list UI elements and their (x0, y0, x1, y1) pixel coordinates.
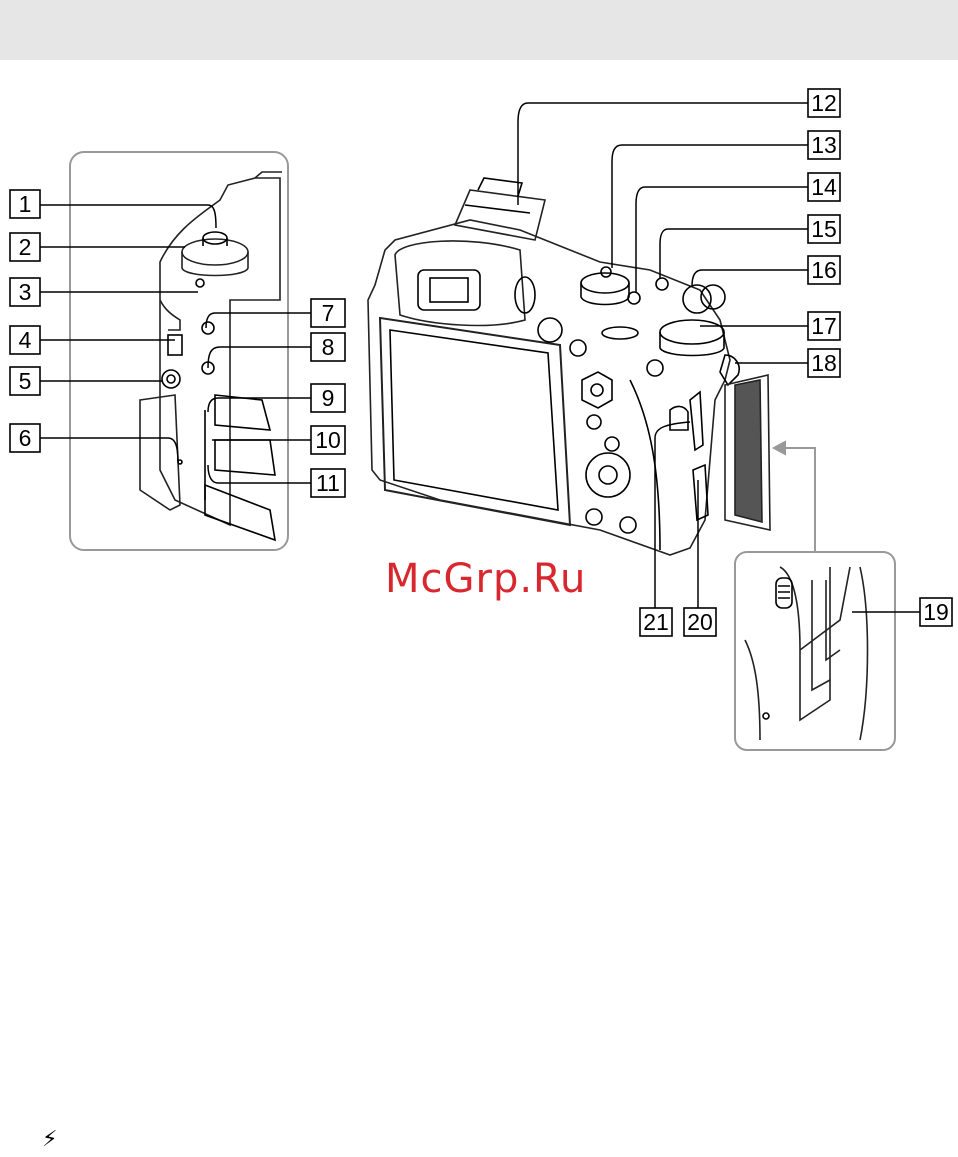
callout-20: 20 (687, 609, 713, 635)
flash-icon: ⚡︎ (42, 1127, 57, 1152)
callout-18: 18 (811, 350, 837, 376)
callout-11: 11 (316, 470, 340, 496)
card-slot-inset (735, 552, 895, 750)
callout-12: 12 (811, 90, 837, 116)
callout-4: 4 (19, 327, 32, 353)
callout-3: 3 (19, 279, 32, 305)
camera-rear-view (368, 178, 770, 555)
callout-8: 8 (322, 334, 335, 360)
callout-7: 7 (322, 300, 335, 326)
callout-14: 14 (811, 174, 837, 200)
pointer-arrow (774, 442, 815, 552)
callout-9: 9 (322, 385, 335, 411)
callout-21: 21 (643, 609, 669, 635)
callout-15: 15 (811, 216, 837, 242)
callout-6: 6 (19, 425, 32, 451)
side-view-inset (70, 152, 288, 550)
callout-5: 5 (19, 368, 32, 394)
callout-10: 10 (315, 427, 341, 453)
callout-19: 19 (923, 599, 949, 625)
callout-16: 16 (811, 257, 837, 283)
callout-1: 1 (19, 191, 32, 217)
callout-13: 13 (811, 132, 837, 158)
watermark: McGrp.Ru (385, 556, 586, 602)
callout-17: 17 (811, 313, 837, 339)
leader-lines (30, 103, 920, 612)
callout-2: 2 (19, 234, 32, 260)
